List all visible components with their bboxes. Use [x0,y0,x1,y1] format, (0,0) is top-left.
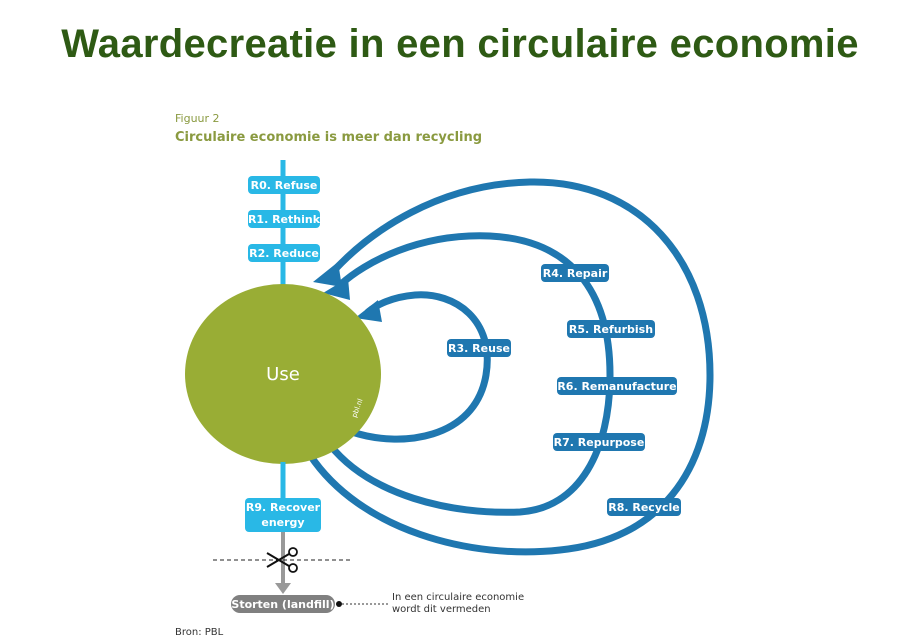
page-title: Waardecreatie in een circulaire economie [61,22,859,66]
step-r9-recover-energy: R9. Recover energy [245,498,321,532]
step-r7-repurpose: R7. Repurpose [553,433,645,451]
step-r3-reuse: R3. Reuse [447,339,511,357]
svg-text:R3. Reuse: R3. Reuse [448,342,510,355]
use-label: Use [266,364,300,385]
svg-text:energy: energy [261,516,304,529]
scissors-icon [266,547,298,573]
middle-loop [326,232,614,516]
inner-loop-arrow [355,300,382,322]
svg-text:R8. Recycle: R8. Recycle [608,501,680,514]
outer-loop-arrow [313,262,342,287]
step-r4-repair: R4. Repair [541,264,609,282]
note-connector-dot [336,601,342,607]
svg-text:R6. Remanufacture: R6. Remanufacture [557,380,676,393]
step-r2-reduce: R2. Reduce [248,244,320,262]
svg-text:Storten (landfill): Storten (landfill) [231,598,334,611]
step-r5-refurbish: R5. Refurbish [567,320,655,338]
landfill-note-line1: In een circulaire economie [392,592,524,603]
use-circle [185,284,381,464]
svg-text:R1. Rethink: R1. Rethink [248,213,321,226]
step-r1-rethink: R1. Rethink [248,210,321,228]
outer-loop-recycle [306,178,714,556]
svg-text:R2. Reduce: R2. Reduce [249,247,319,260]
step-r0-refuse: R0. Refuse [248,176,320,194]
svg-text:R9. Recover: R9. Recover [246,501,321,514]
step-r6-remanufacture: R6. Remanufacture [557,377,677,395]
landfill-note-line2: wordt dit vermeden [392,604,491,615]
step-landfill: Storten (landfill) [231,595,335,613]
step-r8-recycle: R8. Recycle [607,498,681,516]
figure-subtitle: Circulaire economie is meer dan recyclin… [175,130,483,145]
figure-source: Bron: PBL [175,627,224,638]
svg-text:R7. Repurpose: R7. Repurpose [554,436,645,449]
svg-text:R0. Refuse: R0. Refuse [251,179,318,192]
svg-text:R4. Repair: R4. Repair [543,267,608,280]
inner-loop-reuse [348,291,491,443]
svg-text:R5. Refurbish: R5. Refurbish [569,323,653,336]
landfill-arrow-head [275,583,291,594]
figure-label: Figuur 2 [175,112,220,125]
middle-loop-arrow [323,278,350,300]
